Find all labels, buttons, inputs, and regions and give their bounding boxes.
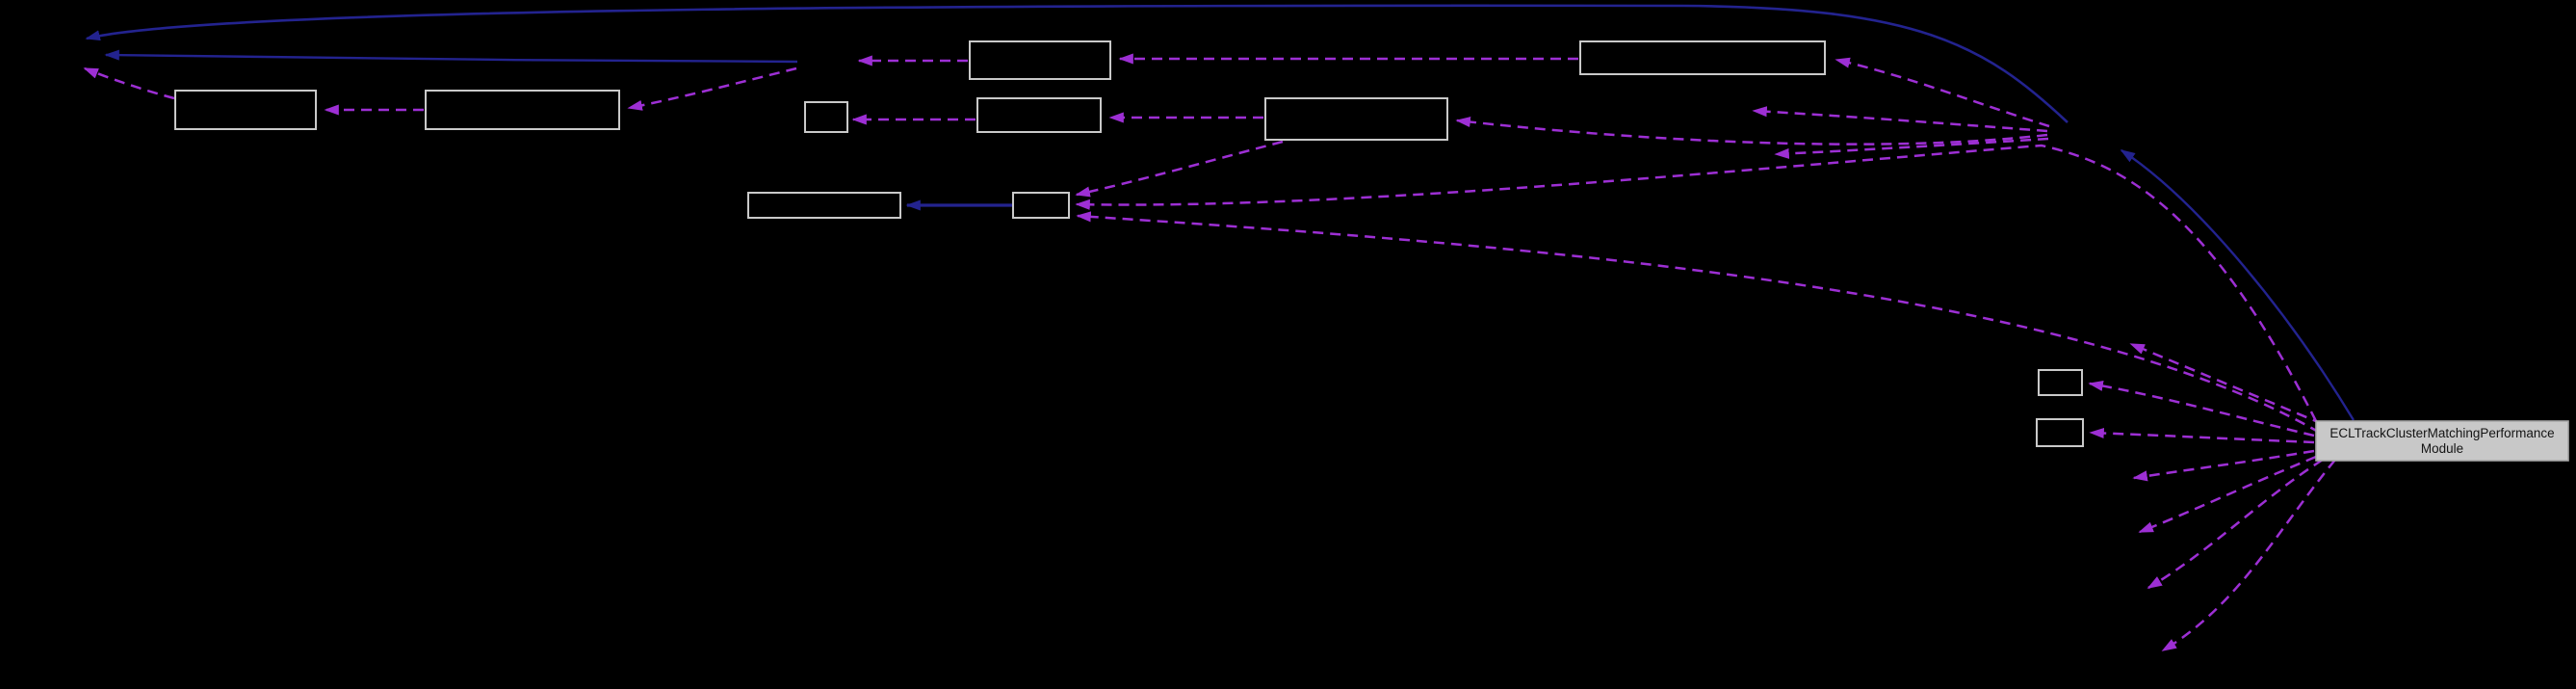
dep-box-4[interactable] <box>804 101 848 133</box>
dep-box-9[interactable] <box>1012 192 1070 219</box>
dep-box-8[interactable] <box>747 192 901 219</box>
dep-box-10[interactable] <box>2038 369 2083 396</box>
edge-dash-b6-to-b9 <box>1075 140 1284 198</box>
edge-dash-hub-to-inv1 <box>1752 106 2048 133</box>
dep-box-5[interactable] <box>976 97 1102 133</box>
edge-dash-node-to-b9-upper <box>1075 144 2318 422</box>
dep-box-11[interactable] <box>2036 418 2084 447</box>
edge-blue-top-arc <box>85 4 2069 123</box>
edge-dash-node-fan-d1 <box>2132 449 2315 482</box>
dep-box-3[interactable] <box>969 40 1111 80</box>
edge-dash-node-to-b11 <box>2089 427 2315 444</box>
edge-dash-node-fan-d3 <box>2147 458 2324 590</box>
edge-dash-node-fan-d4 <box>2161 459 2336 652</box>
edge-dash-hub-to-b6 <box>1455 117 2048 146</box>
current-module-label-line2: Module <box>2421 441 2463 456</box>
edge-dash-n1-to-b2 <box>627 66 797 111</box>
edge-dash-hub-to-inv2 <box>1774 137 2049 159</box>
edge-dash-hub-to-b7 <box>1834 57 2050 128</box>
edge-dash-node-to-b10 <box>2088 380 2315 437</box>
edge-blue-node-to-hub <box>2120 148 2355 421</box>
edge-dash-node-fan-up <box>2129 342 2324 426</box>
dep-box-7[interactable] <box>1579 40 1826 75</box>
current-module-label-line1: ECLTrackClusterMatchingPerformance <box>2329 426 2554 440</box>
dep-box-2[interactable] <box>425 90 620 130</box>
dep-box-1[interactable] <box>174 90 317 130</box>
edge-blue-straight <box>104 49 798 64</box>
dep-box-6[interactable] <box>1264 97 1448 141</box>
current-module-box[interactable] <box>2315 420 2569 462</box>
edge-dash-b1-to-left <box>83 66 175 100</box>
edge-dash-node-fan-d2 <box>2138 455 2317 534</box>
edge-dash-node-to-b9-lower <box>1076 211 2321 435</box>
